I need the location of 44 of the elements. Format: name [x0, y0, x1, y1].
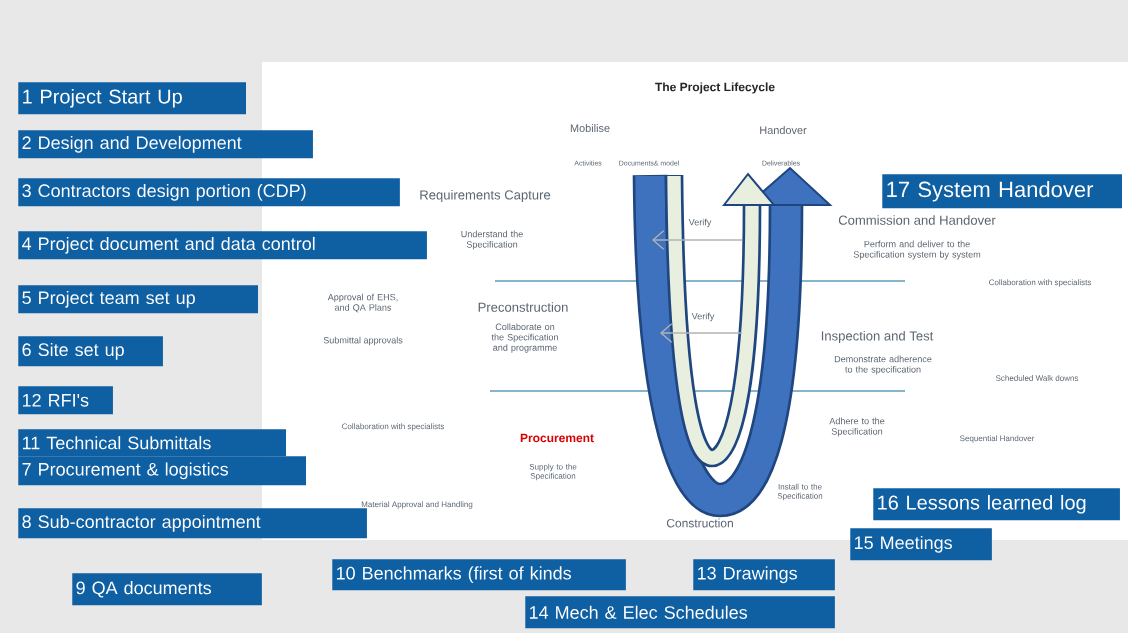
- step-box: 2 Design and Development: [18, 130, 313, 159]
- text-label: Collaboration with specialists: [989, 279, 1092, 287]
- step-box: 11 Technical Submittals: [18, 429, 286, 457]
- phase-heading: Construction: [666, 518, 733, 528]
- title: The Project Lifecycle: [655, 82, 775, 94]
- step-box: 16 Lessons learned log: [873, 488, 1120, 521]
- text-label: Verify: [688, 218, 712, 228]
- phase-heading: Procurement: [520, 433, 594, 443]
- phase-heading: Preconstruction: [478, 302, 568, 312]
- text-label: Approval of EHS, and QA Plans: [327, 293, 398, 313]
- step-box: 8 Sub-contractor appointment: [18, 508, 367, 539]
- step-box: 6 Site set up: [18, 336, 163, 367]
- text-label: Sequential Handover: [960, 435, 1035, 443]
- step-box: 9 QA documents: [72, 573, 262, 606]
- phase-heading: Requirements Capture: [420, 189, 551, 203]
- phase-heading: Mobilise: [570, 124, 610, 132]
- step-box: 13 Drawings: [693, 559, 835, 591]
- text-label: Install to the Specification: [777, 483, 823, 501]
- text-label: Adhere to the Specification: [829, 417, 885, 437]
- phase-heading: Handover: [760, 126, 807, 134]
- step-box: 3 Contractors design portion (CDP): [18, 178, 400, 207]
- step-box: 17 System Handover: [882, 174, 1122, 209]
- node-label: 7 Procurement & logistics: [22, 462, 228, 480]
- text-label: Supply to the Specification: [529, 463, 577, 481]
- step-box: 12 RFI's: [18, 386, 113, 415]
- text-label: Perform and deliver to the Specification system by system: [853, 240, 981, 260]
- node-label: 11 Technical Submittals: [22, 436, 211, 450]
- step-box: 1 Project Start Up: [18, 82, 246, 115]
- text-label: Material Approval and Handling: [361, 501, 473, 509]
- step-box: 4 Project document and data control: [18, 231, 427, 260]
- phase-heading: Inspection and Test: [821, 330, 934, 344]
- text-label: Collaboration with specialists: [342, 423, 445, 431]
- step-box: 7 Procurement & logistics: [18, 456, 306, 486]
- step-box: 10 Benchmarks (first of kinds: [332, 559, 626, 591]
- text-label: Collaborate on the Specification and programme: [491, 323, 558, 353]
- step-box: 15 Meetings: [850, 528, 992, 561]
- text-label: Submittal approvals: [323, 336, 403, 346]
- text-label: Verify: [691, 312, 715, 322]
- text-label: Scheduled Walk downs: [995, 375, 1079, 381]
- text-label: Understand the Specification: [461, 230, 523, 250]
- step-box: 14 Mech & Elec Schedules: [525, 596, 835, 629]
- step-box: 5 Project team set up: [18, 285, 258, 314]
- phase-heading: Commission and Handover: [838, 215, 996, 225]
- text-label: Demonstrate adherence to the specification: [834, 355, 932, 375]
